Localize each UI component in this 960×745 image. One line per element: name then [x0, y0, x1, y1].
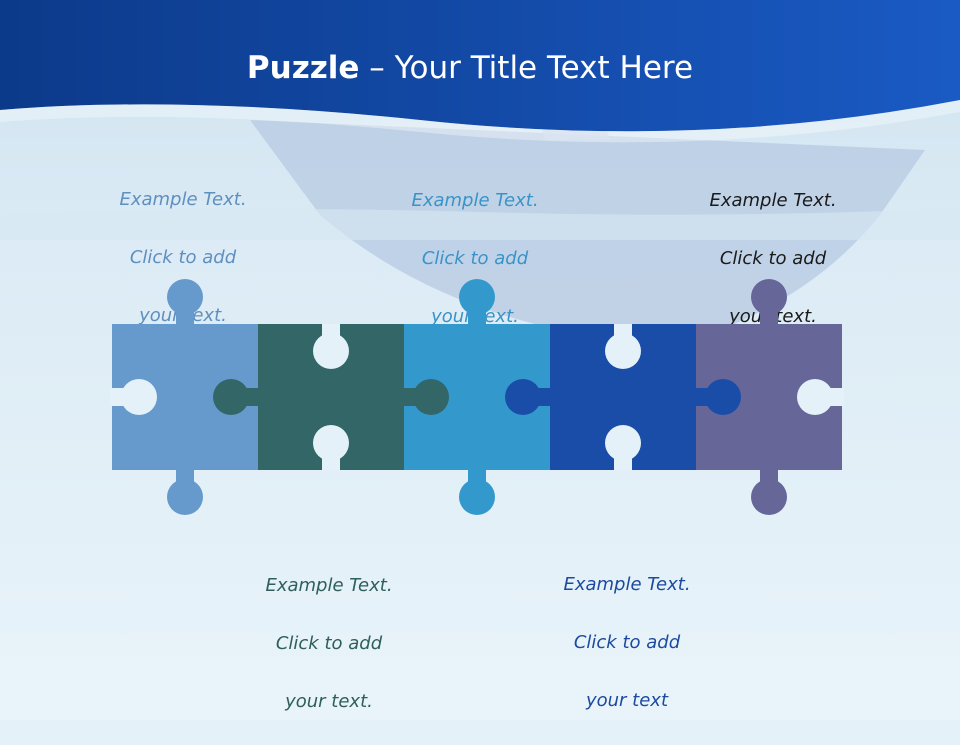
puzzle-piece-4[interactable] [550, 324, 696, 470]
caption-5[interactable]: Example Text. Click to add your text. [683, 157, 863, 360]
caption-5-line-1: Example Text. [709, 190, 837, 211]
caption-5-line-2: Click to add [719, 248, 827, 269]
slide-title[interactable]: Puzzle – Your Title Text Here [0, 50, 940, 86]
puzzle-diagram [110, 279, 844, 515]
caption-1[interactable]: Example Text. Click to add your text. [93, 156, 273, 359]
caption-2-line-3: your text. [285, 691, 373, 712]
title-bold: Puzzle [246, 50, 360, 86]
tab-4-into-3 [505, 379, 552, 415]
caption-4[interactable]: Example Text. Click to add your text [537, 541, 717, 744]
caption-1-line-2: Click to add [129, 247, 237, 268]
caption-3-line-1: Example Text. [411, 190, 539, 211]
tab-2-into-3 [402, 379, 449, 415]
tab-4-into-5 [694, 379, 741, 415]
tab-2-into-1 [213, 379, 260, 415]
caption-3-line-2: Click to add [421, 248, 529, 269]
caption-2-line-2: Click to add [275, 633, 383, 654]
caption-2[interactable]: Example Text. Click to add your text. [239, 542, 419, 745]
right-edge-notch [797, 379, 844, 415]
left-edge-notch [110, 379, 157, 415]
caption-4-line-3: your text [585, 690, 669, 711]
header-band [0, 0, 960, 132]
caption-1-line-1: Example Text. [119, 189, 247, 210]
caption-4-line-1: Example Text. [563, 574, 691, 595]
caption-2-line-1: Example Text. [265, 575, 393, 596]
title-rest: – Your Title Text Here [359, 50, 694, 86]
caption-3[interactable]: Example Text. Click to add your text. [385, 157, 565, 360]
caption-4-line-2: Click to add [573, 632, 681, 653]
puzzle-piece-2[interactable] [258, 324, 404, 470]
